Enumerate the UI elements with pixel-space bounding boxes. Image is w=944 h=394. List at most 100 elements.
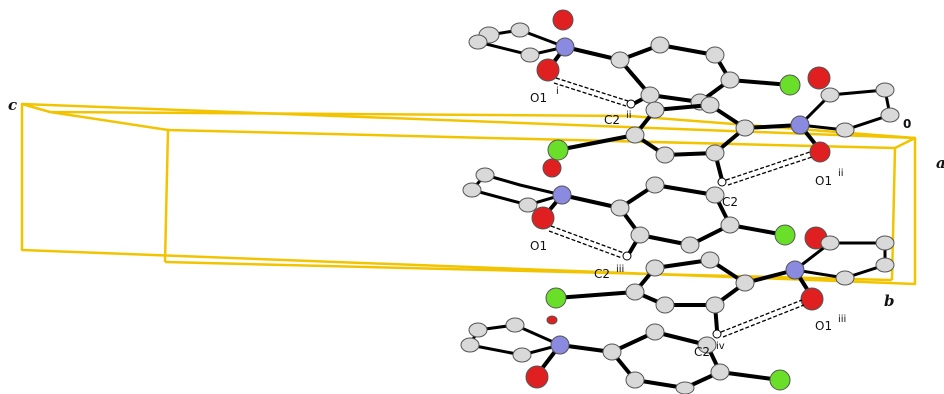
nitrogen-atom (555, 37, 575, 57)
label-o1-ii: O1 (815, 174, 832, 188)
carbon-atom (700, 96, 720, 114)
bonds (474, 28, 792, 105)
carbon-atom (705, 296, 725, 314)
label-c2-ii-sup: ii (626, 110, 632, 121)
hydrogen-atom (626, 99, 636, 109)
unit-cell-back-face (20, 102, 917, 286)
carbon-atom (645, 259, 665, 277)
hydrogen-atom (712, 329, 722, 339)
carbon-atom (645, 101, 665, 119)
carbon-atom (645, 176, 665, 194)
label-c2: C2 (722, 195, 738, 209)
carbon-atom (468, 34, 488, 50)
hydrogen-bonds (548, 77, 813, 338)
carbon-atom (875, 257, 895, 273)
chlorine-atom (769, 369, 791, 391)
carbon-atom (512, 347, 532, 363)
carbon-atom (735, 274, 755, 292)
hydrogen-bond (727, 156, 813, 186)
molecule-5 (460, 315, 791, 394)
hydrogen-bond (548, 230, 623, 259)
hydrogen-bond (722, 304, 805, 338)
carbon-atom (680, 236, 700, 254)
atoms (547, 66, 900, 187)
carbon-atom (720, 216, 740, 234)
oxygen-atom (552, 9, 574, 31)
atoms (460, 315, 791, 394)
carbon-atom (820, 235, 840, 251)
oxygen-atom (800, 287, 824, 311)
label-c2-iv: C2 (694, 345, 710, 359)
molecule-2 (547, 66, 900, 187)
atom-labels: O1 i C2 ii O1 ii C2 O1 C2 iii O1 iii C2 … (530, 86, 846, 359)
atoms (545, 226, 895, 339)
carbon-atom (475, 167, 495, 183)
carbon-atom (625, 126, 645, 144)
carbon-atom (820, 87, 840, 103)
carbon-atom (875, 235, 895, 251)
carbon-atom (462, 182, 482, 198)
label-c2-iii: C2 (594, 267, 610, 281)
label-o1-i: O1 (530, 91, 547, 105)
unit-cell-edge (49, 110, 169, 132)
atoms (468, 9, 801, 111)
carbon-atom (518, 197, 538, 213)
nitrogen-atom (550, 335, 570, 355)
carbon-atom (520, 47, 540, 63)
axis-label-a: a (936, 154, 944, 172)
oxygen-atom (536, 58, 560, 82)
carbon-atom (645, 323, 665, 341)
carbon-atom (675, 381, 695, 394)
hydrogen-atom (622, 251, 632, 261)
molecule-4 (545, 226, 895, 339)
nitrogen-atom (790, 115, 810, 135)
label-o1-iii: O1 (815, 319, 832, 333)
bonds (554, 241, 887, 332)
carbon-atom (655, 146, 675, 164)
hydrogen-atom (717, 177, 727, 187)
carbon-atom (710, 363, 730, 381)
hydrogen-bond (550, 225, 625, 254)
carbon-atom (460, 337, 480, 353)
nitrogen-atom (785, 260, 805, 280)
unit-cell-edge (163, 129, 170, 263)
hydrogen-bond (725, 151, 811, 181)
carbon-atom (650, 36, 670, 54)
chlorine-atom (774, 224, 796, 246)
axis-label-b: b (884, 292, 895, 310)
carbon-atom (610, 51, 630, 69)
oxygen-atom (546, 315, 558, 325)
carbon-atom (705, 186, 725, 204)
hydrogen-bond (720, 299, 803, 333)
oxygen-atom (531, 206, 555, 230)
carbon-atom (655, 296, 675, 314)
carbon-atom (505, 317, 525, 333)
label-o1-iii-sup: iii (838, 314, 846, 325)
axis-label-c: c (8, 96, 17, 114)
carbon-atom (697, 336, 717, 354)
carbon-atom (720, 71, 740, 89)
carbon-atom (610, 199, 630, 217)
atoms (462, 158, 796, 261)
label-c2-ii: C2 (604, 113, 620, 127)
chlorine-atom (779, 74, 801, 96)
oxygen-atom (809, 141, 831, 163)
carbon-atom (510, 22, 530, 38)
carbon-atom (735, 119, 755, 137)
carbon-atom (875, 82, 895, 98)
molecule-1 (468, 9, 801, 111)
carbon-atom (468, 322, 488, 338)
carbon-atom (835, 122, 855, 138)
oxygen-atom (525, 365, 549, 389)
oxygen-atom (542, 158, 562, 178)
carbon-atom (640, 86, 660, 104)
hydrogen-bond (553, 82, 627, 107)
carbon-atom (705, 144, 725, 162)
axis-label-origin: 0 (903, 117, 911, 131)
label-c2-iv-sup: iv (716, 341, 725, 352)
carbon-atom (630, 226, 650, 244)
carbon-atom (625, 283, 645, 301)
hydrogen-bond (555, 77, 629, 102)
label-o1: O1 (530, 239, 547, 253)
